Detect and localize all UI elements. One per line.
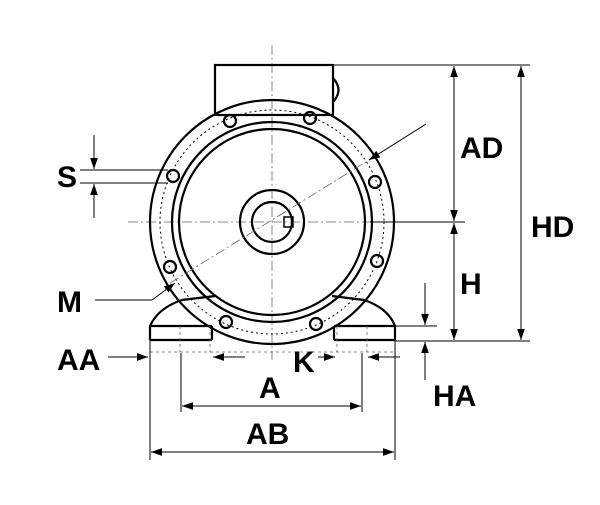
bolt-holes — [162, 110, 385, 332]
label-s: S — [57, 161, 77, 194]
label-k: K — [293, 346, 315, 379]
label-ha: HA — [433, 380, 476, 413]
label-ab: AB — [246, 418, 289, 451]
label-aa: AA — [57, 344, 100, 377]
label-h: H — [460, 268, 482, 301]
label-m: M — [57, 286, 82, 319]
motor-feet — [148, 294, 397, 353]
s-dimension — [80, 135, 168, 218]
label-hd: HD — [531, 211, 574, 244]
vertical-dimension-lines — [333, 64, 530, 342]
a-dimension — [180, 353, 363, 412]
ab-dimension — [149, 340, 396, 460]
label-a: A — [259, 372, 281, 405]
ha-dimension — [395, 283, 437, 380]
terminal-box — [213, 63, 340, 117]
pitch-diameter-line — [169, 123, 427, 284]
m-leader — [95, 282, 176, 301]
label-ad: AD — [460, 132, 503, 165]
